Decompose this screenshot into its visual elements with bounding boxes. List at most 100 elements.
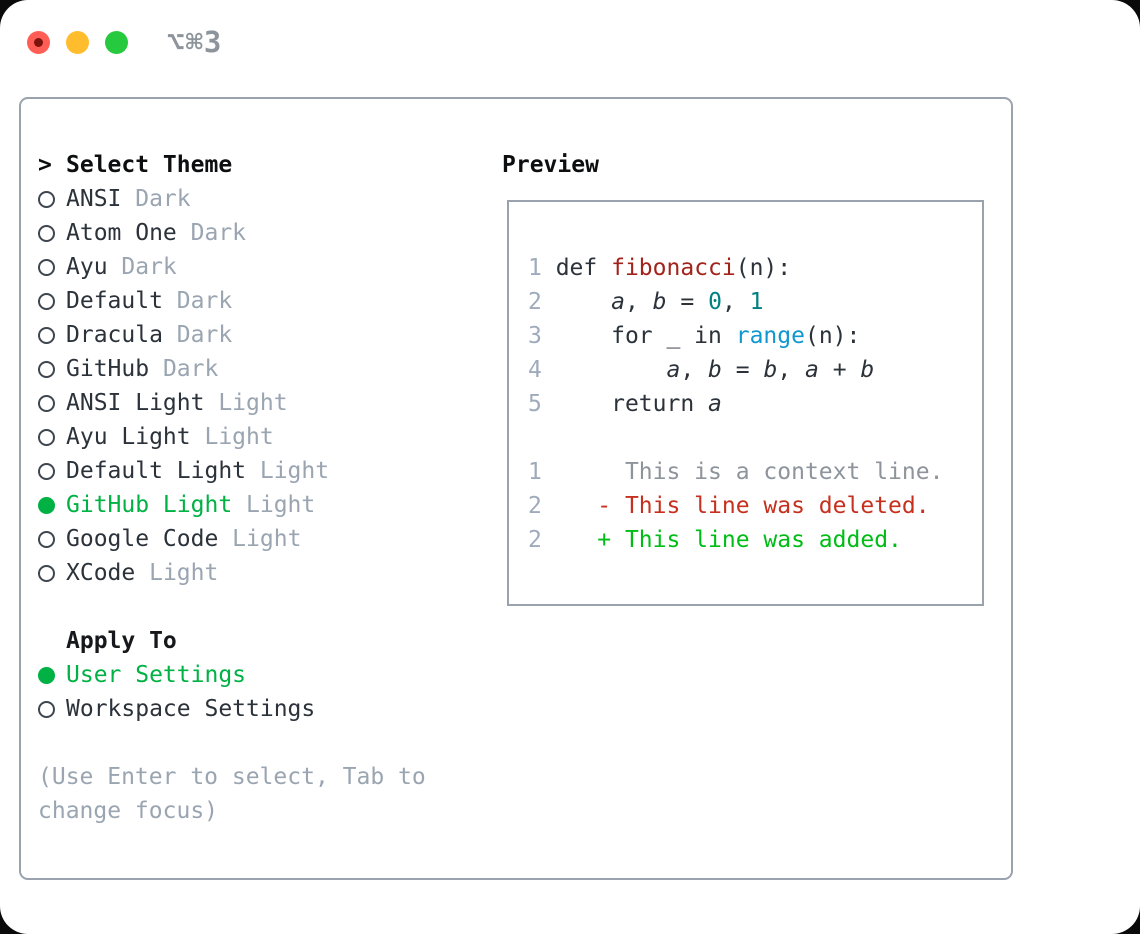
preview-title: Preview [502, 152, 599, 178]
code-token-plain: + [818, 357, 861, 383]
theme-name: Dracula [66, 322, 163, 348]
radio-icon [38, 326, 55, 344]
radio-icon [38, 462, 55, 480]
theme-option-google-code[interactable]: Google Code Light [38, 522, 498, 556]
radio-icon [38, 428, 55, 446]
line-number: 5 [528, 391, 542, 417]
code-token-plain: for _ in [541, 323, 736, 349]
radio-cell [38, 318, 66, 352]
minimize-button[interactable] [66, 30, 89, 54]
line-number: 1 [528, 459, 542, 485]
code-token-plain: , [680, 357, 709, 383]
theme-name: ANSI [66, 186, 122, 212]
spacer [38, 590, 498, 624]
radio-icon [38, 394, 55, 412]
theme-variant-badge: Light [218, 526, 302, 552]
code-token-plain: (n): [804, 323, 861, 349]
apply-option-workspace-settings[interactable]: Workspace Settings [38, 692, 498, 726]
theme-option-github-light[interactable]: GitHub Light Light [38, 488, 498, 522]
code-token-builtin: range [735, 323, 805, 349]
diff-text: This is a context line. [541, 459, 944, 485]
code-token-number: 0 [708, 289, 722, 315]
prompt-caret-icon: > [38, 152, 52, 178]
preview-box: 1 def fibonacci(n): 2 a, b = 0, 1 3 for _ … [507, 200, 984, 606]
code-token-variable: b [860, 357, 875, 383]
theme-name: Default [66, 288, 163, 314]
radio-cell [38, 386, 66, 420]
theme-variant-badge: Dark [162, 322, 233, 348]
spacer [38, 726, 498, 760]
code-token-variable: b [652, 289, 667, 315]
radio-cell [38, 522, 66, 556]
theme-variant-badge: Light [246, 458, 330, 484]
radio-selected-icon [38, 496, 55, 514]
apply-option-user-settings[interactable]: User Settings [38, 658, 498, 692]
radio-cell [38, 692, 66, 726]
theme-option-ansi-light[interactable]: ANSI Light Light [38, 386, 498, 420]
code-line: 3 for _ in range(n): [528, 319, 982, 353]
close-button[interactable] [27, 30, 50, 54]
hint-text: (Use Enter to select, Tab to change focu… [38, 764, 426, 824]
theme-name: GitHub [66, 356, 150, 382]
theme-option-atom-one[interactable]: Atom One Dark [38, 216, 498, 250]
radio-cell [38, 420, 66, 454]
code-token-variable: b [763, 357, 778, 383]
theme-option-github[interactable]: GitHub Dark [38, 352, 498, 386]
line-number: 2 [528, 493, 542, 519]
theme-name: XCode [66, 560, 136, 586]
code-token-plain: = [666, 289, 709, 315]
theme-name: ANSI Light [66, 390, 205, 416]
radio-cell [38, 250, 66, 284]
theme-variant-badge: Dark [162, 288, 233, 314]
theme-name: Default Light [66, 458, 247, 484]
theme-variant-badge: Light [204, 390, 288, 416]
diff-text: - This line was deleted. [541, 493, 930, 519]
spacer [528, 421, 982, 455]
code-token-plain [542, 289, 611, 315]
theme-name: Ayu Light [66, 424, 191, 450]
radio-cell [38, 556, 66, 590]
close-icon [34, 37, 43, 47]
theme-option-xcode[interactable]: XCode Light [38, 556, 498, 590]
theme-variant-badge: Light [232, 492, 316, 518]
titlebar: ⌥⌘3 [27, 25, 222, 59]
theme-option-dracula[interactable]: Dracula Dark [38, 318, 498, 352]
theme-option-ayu-light[interactable]: Ayu Light Light [38, 420, 498, 454]
radio-selected-icon [38, 666, 55, 684]
radio-icon [38, 530, 55, 548]
theme-variant-badge: Dark [176, 220, 247, 246]
theme-name: Google Code [66, 526, 219, 552]
radio-cell [38, 352, 66, 386]
code-token-variable: a [666, 357, 681, 383]
line-number: 2 [528, 289, 542, 315]
radio-cell [38, 454, 66, 488]
zoom-button[interactable] [105, 30, 128, 54]
select-theme-header: > Select Theme [38, 148, 498, 182]
code-token-plain: , [721, 289, 750, 315]
radio-icon [38, 360, 55, 378]
line-number: 2 [528, 527, 542, 553]
radio-cell [38, 488, 66, 522]
diff-preview: 1 This is a context line. 2 - This line w… [528, 455, 982, 557]
radio-cell [38, 182, 66, 216]
theme-variant-badge: Light [135, 560, 219, 586]
apply-option-label: Workspace Settings [66, 696, 316, 722]
radio-cell [38, 284, 66, 318]
theme-option-default-light[interactable]: Default Light Light [38, 454, 498, 488]
theme-option-ansi[interactable]: ANSI Dark [38, 182, 498, 216]
indent [38, 624, 66, 658]
theme-option-default[interactable]: Default Dark [38, 284, 498, 318]
select-theme-title: Select Theme [66, 152, 233, 178]
code-line: 1 def fibonacci(n): [528, 251, 982, 285]
code-preview: 1 def fibonacci(n): 2 a, b = 0, 1 3 for _ … [509, 202, 982, 557]
line-number: 1 [528, 255, 542, 281]
code-token-plain: return [541, 391, 709, 417]
apply-to-title: Apply To [66, 628, 177, 654]
theme-variant-badge: Light [190, 424, 274, 450]
code-token-plain: , [777, 357, 806, 383]
code-token-variable: b [708, 357, 722, 383]
theme-option-ayu[interactable]: Ayu Dark [38, 250, 498, 284]
